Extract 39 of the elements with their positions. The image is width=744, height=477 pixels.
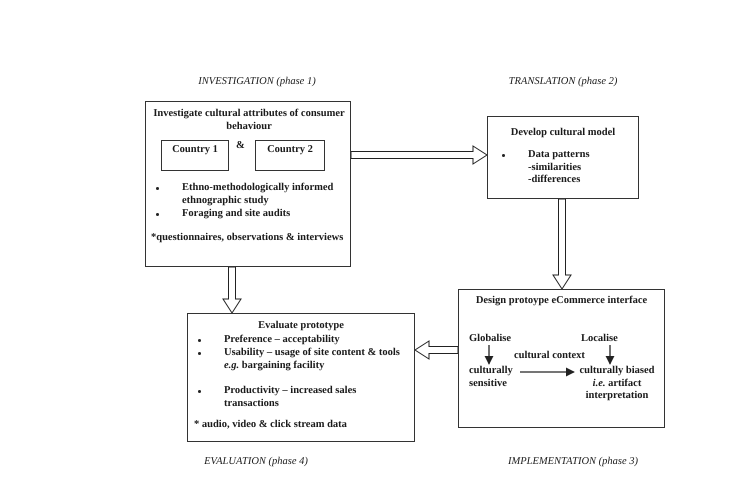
bullet-text: Preference – acceptability [196, 334, 411, 346]
heading-text: Country 2 [266, 144, 314, 156]
body-text: -similarities [528, 162, 582, 174]
bullet-text: Productivity – increased sales transactions [196, 385, 411, 410]
bullet-text: Ethno-methodologically informed ethnographic study [154, 182, 349, 207]
note-text: culturally biased i.e. artifact interpretation [578, 365, 656, 402]
note-text: *questionnaires, observations & interviews [151, 232, 344, 244]
bullet-text: Usability – usage of site content & tools e.g. bargaining facility [196, 347, 411, 372]
arrow [484, 345, 494, 365]
process-box [487, 116, 639, 199]
block-arrow [552, 198, 572, 290]
heading-text: Evaluate prototype [257, 320, 345, 332]
note-text: Localise [581, 333, 619, 346]
note-text: culturally sensitive [469, 365, 514, 390]
note-text: * audio, video & click stream data [194, 419, 348, 432]
phase-label: IMPLEMENTATION (phase 3) [508, 456, 638, 467]
process-box [145, 101, 351, 267]
heading-text: Country 1 [171, 144, 219, 156]
body-text: -differences [528, 174, 582, 186]
heading-text: Investigate cultural attributes of consumer behaviour [152, 108, 346, 133]
bullet-text: Foraging and site audits [154, 208, 349, 220]
arrow [605, 345, 615, 365]
bullet-text: Data patterns [500, 149, 635, 162]
country-box [161, 140, 229, 171]
country-box [255, 140, 325, 171]
heading-text: Design protoype eCommerce interface [474, 295, 648, 308]
block-arrow [350, 145, 488, 165]
process-box [458, 289, 665, 428]
note-text: Globalise [469, 333, 512, 346]
block-arrow [414, 340, 458, 360]
edge-label: cultural context [513, 350, 586, 361]
heading-text: Develop cultural model [510, 127, 616, 140]
body-text: & [236, 140, 246, 152]
phase-label: INVESTIGATION (phase 1) [198, 76, 316, 87]
phase-label: EVALUATION (phase 4) [204, 456, 308, 467]
phase-label: TRANSLATION (phase 2) [508, 76, 618, 87]
block-arrow [222, 266, 242, 314]
arrow [520, 367, 575, 377]
process-box [187, 313, 415, 442]
